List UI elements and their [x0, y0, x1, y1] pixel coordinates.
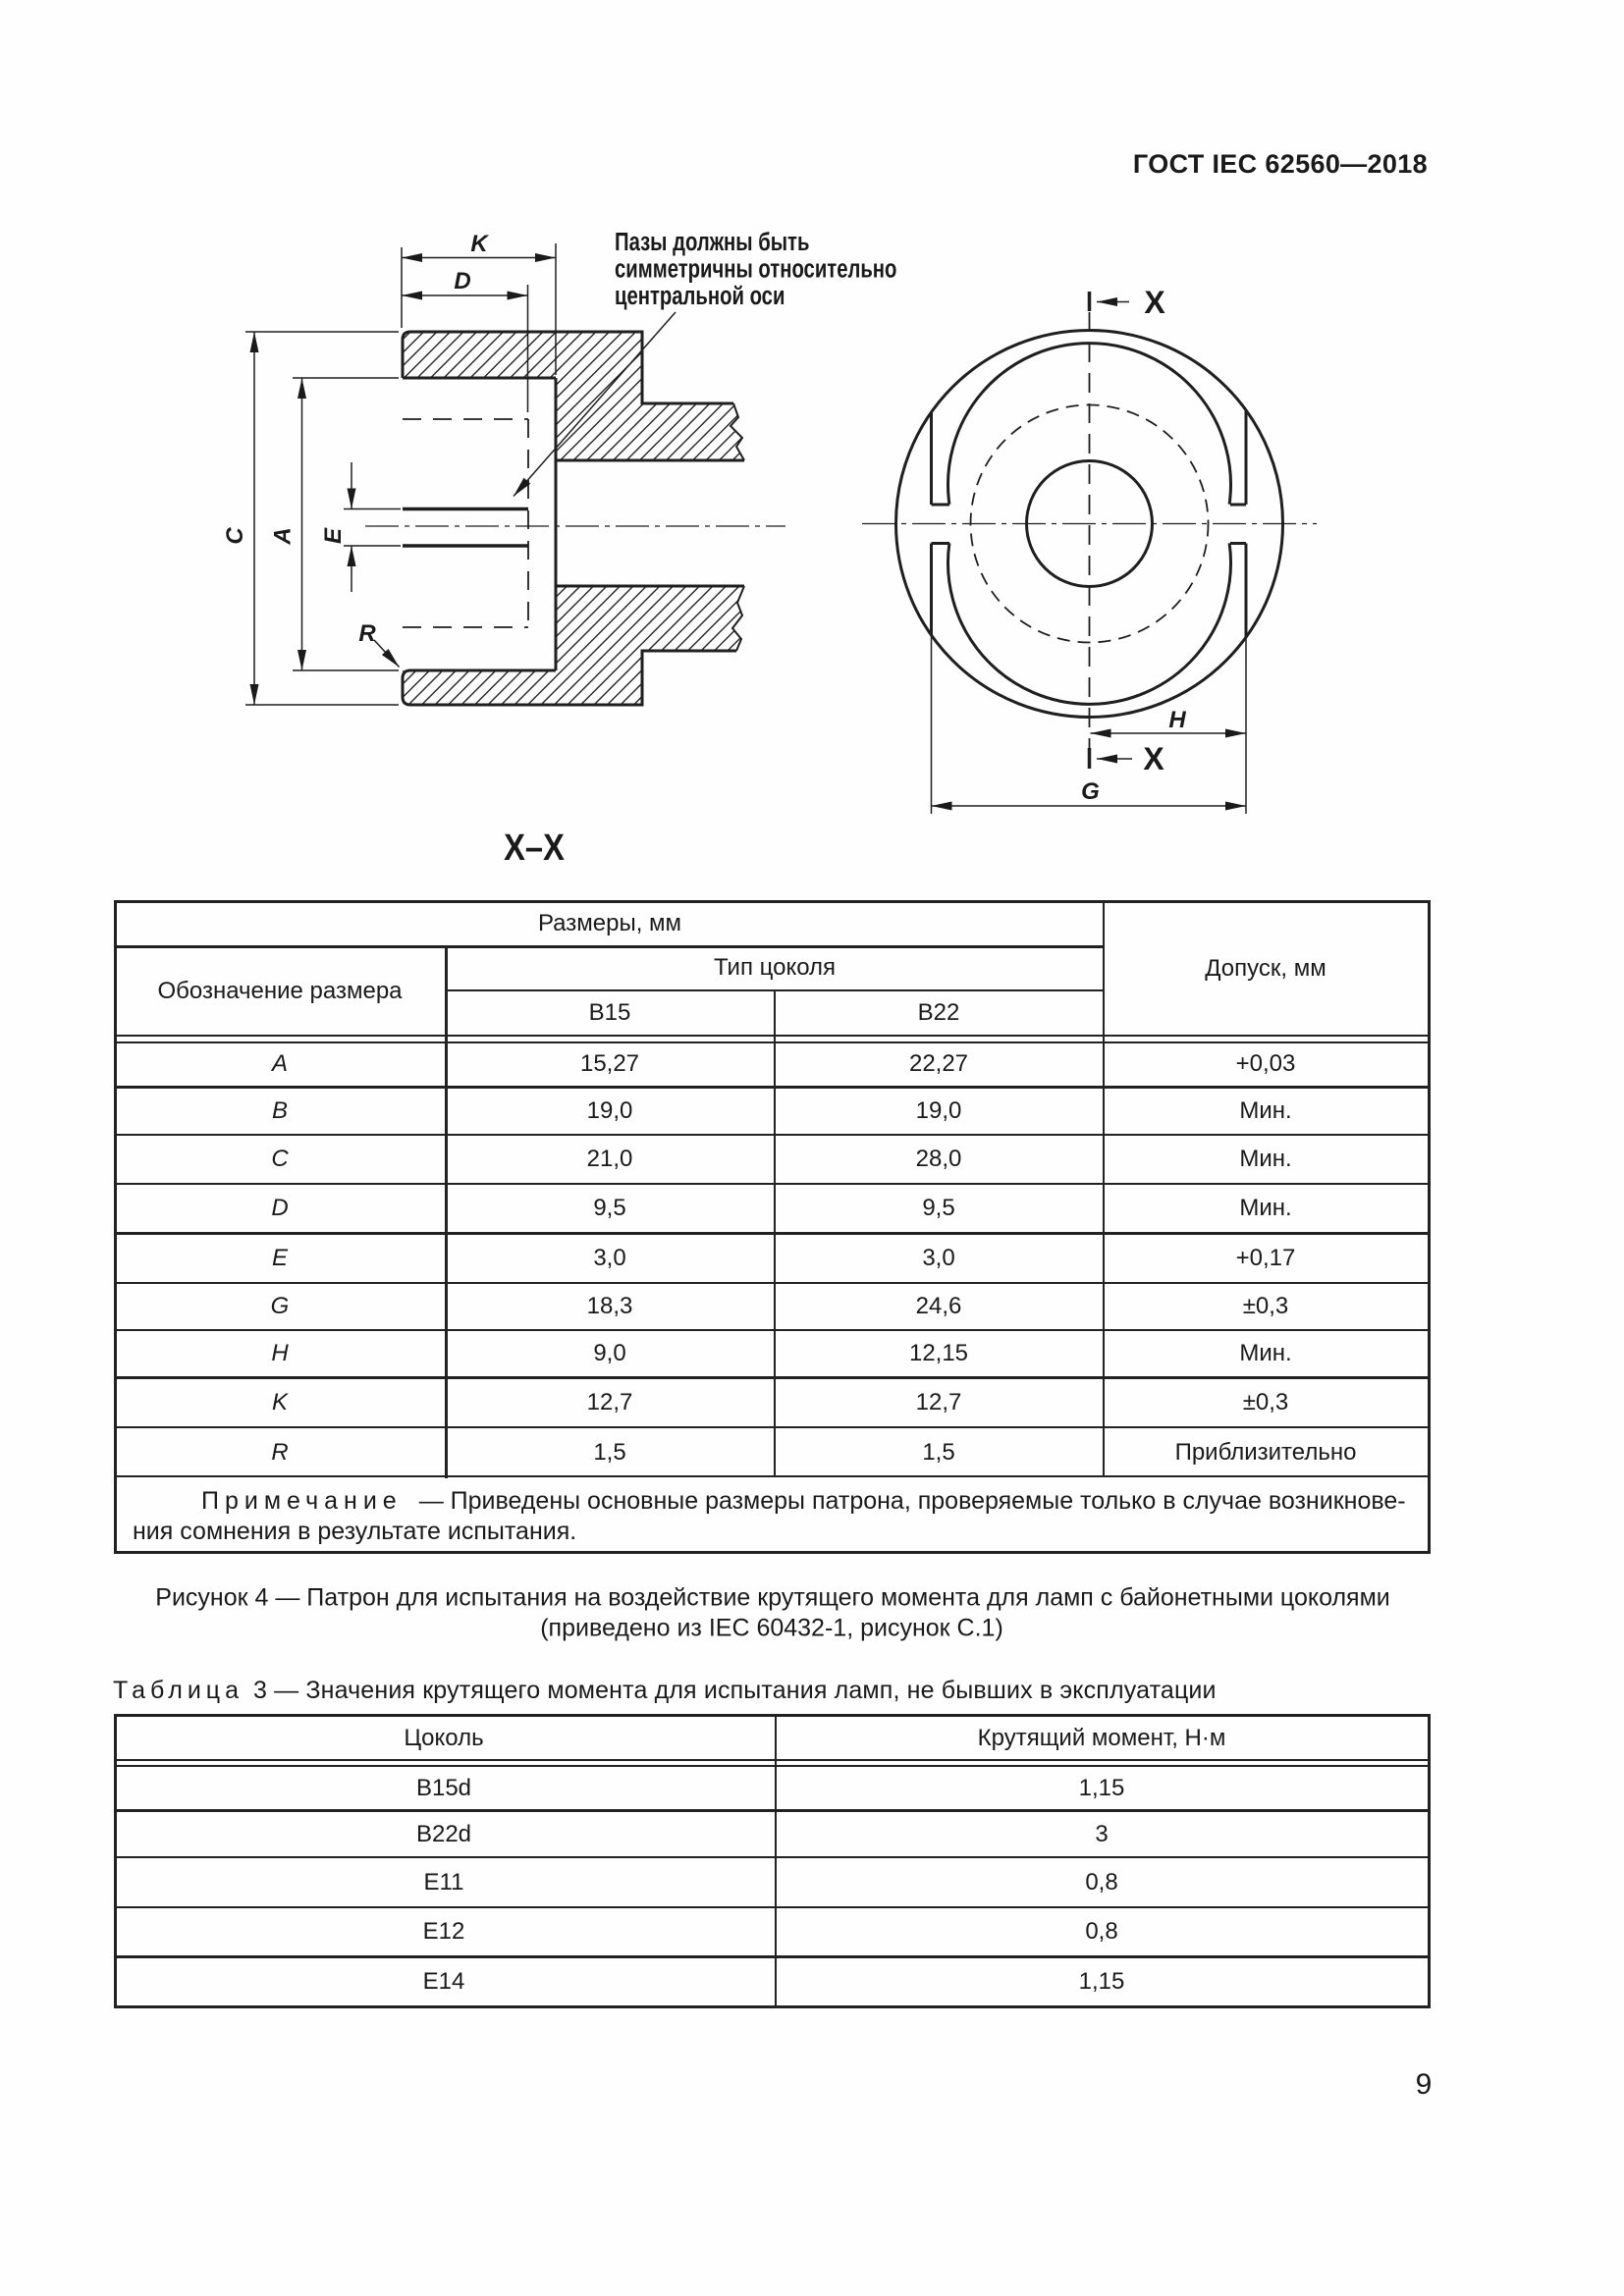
svg-text:C: C — [222, 527, 248, 545]
svg-text:X: X — [1144, 285, 1165, 320]
svg-text:D: D — [454, 268, 470, 294]
svg-text:R: R — [358, 620, 376, 647]
svg-text:E: E — [320, 527, 347, 544]
svg-text:H: H — [1168, 707, 1186, 733]
svg-text:X: X — [1143, 741, 1164, 776]
svg-text:центральной оси: центральной оси — [615, 282, 785, 310]
svg-text:A: A — [270, 527, 297, 545]
svg-text:K: K — [470, 231, 489, 257]
svg-text:Пазы должны быть: Пазы должны быть — [615, 228, 809, 256]
svg-text:G: G — [1081, 778, 1100, 805]
svg-text:симметричны относительно: симметричны относительно — [615, 254, 896, 283]
svg-text:X–X: X–X — [504, 827, 565, 869]
